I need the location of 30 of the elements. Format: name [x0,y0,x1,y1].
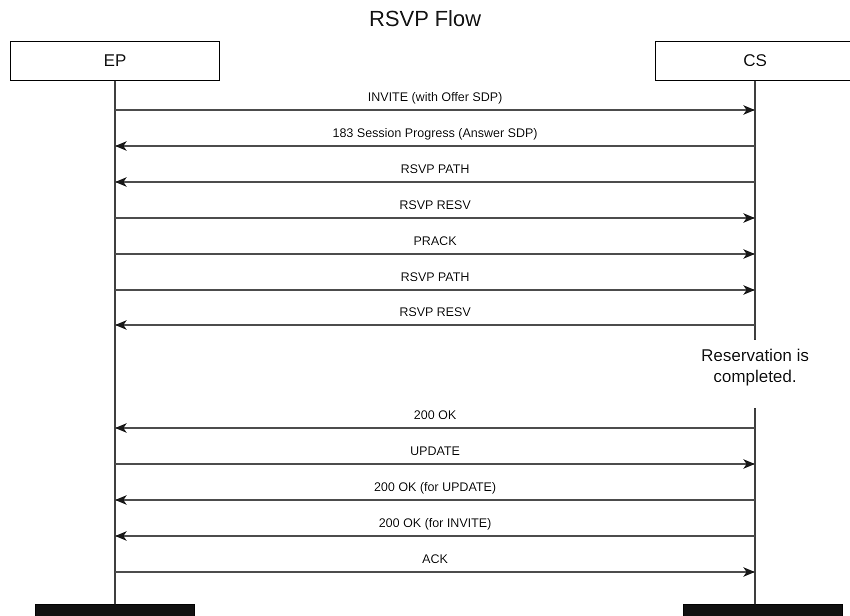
message-label: RSVP PATH [398,270,472,284]
message-label: ACK [420,552,450,566]
lifeline-end-bar [35,604,195,616]
message-label: RSVP RESV [397,198,473,212]
message-arrow [116,567,755,577]
message-arrow [115,495,754,505]
message-label: UPDATE [408,444,462,458]
message-arrow [115,141,754,151]
message-arrow [116,249,755,259]
participant-box: EP [10,41,220,81]
message-arrow [116,105,755,115]
message-arrow [116,459,755,469]
lifeline [754,81,756,604]
message-label: RSVP RESV [397,305,473,319]
message-arrow [116,285,755,295]
message-arrow [116,213,755,223]
message-label: 183 Session Progress (Answer SDP) [330,126,540,140]
message-label: RSVP PATH [398,162,472,176]
diagram-title: RSVP Flow [368,6,482,32]
lifeline-end-bar [683,604,843,616]
message-label: 200 OK (for INVITE) [376,516,494,530]
participant-box: CS [655,41,850,81]
message-label: 200 OK [412,408,458,422]
message-arrow [115,423,754,433]
message-arrow [115,177,754,187]
message-label: INVITE (with Offer SDP) [366,90,504,104]
message-label: 200 OK (for UPDATE) [372,480,498,494]
message-arrow [115,320,754,330]
message-arrow [115,531,754,541]
lifeline [114,81,116,604]
